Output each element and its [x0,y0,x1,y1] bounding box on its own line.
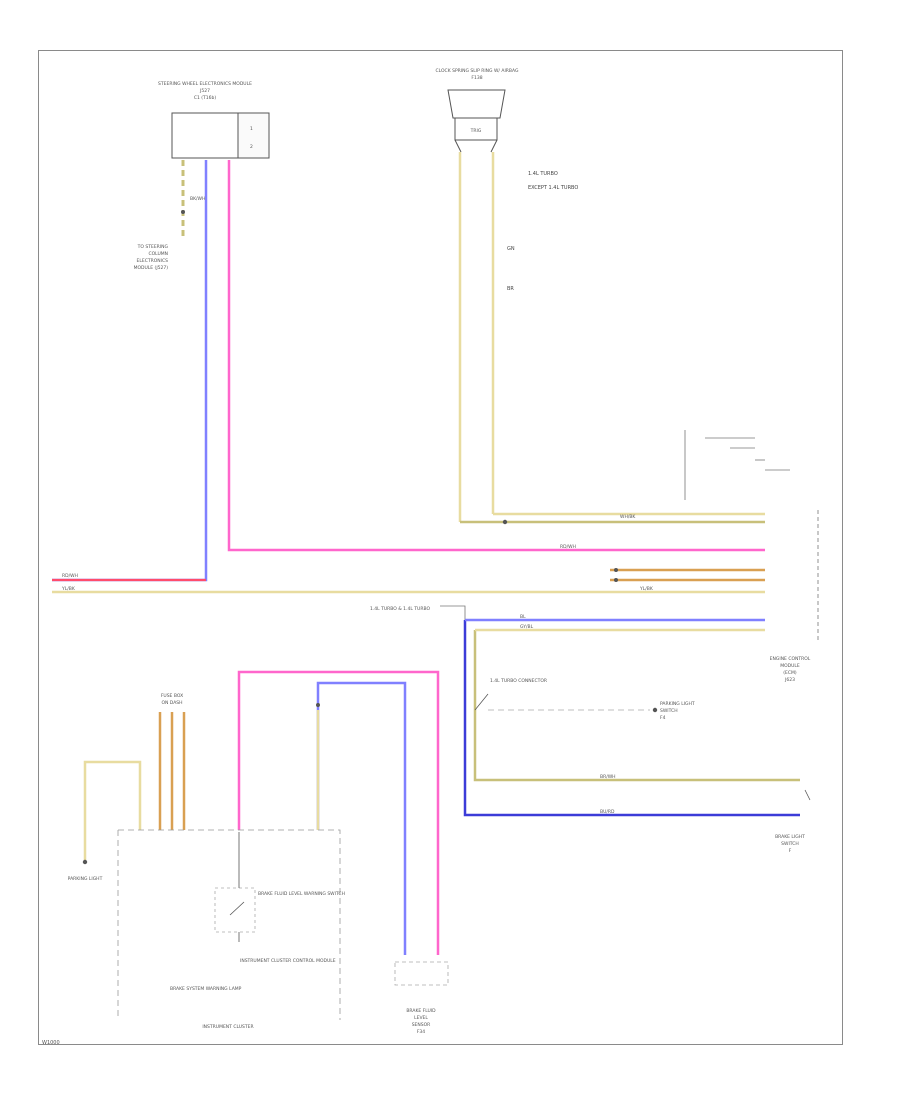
wire-label-w10: BU/RD [600,809,615,815]
cluster-title: INSTRUMENT CLUSTER [202,1024,253,1030]
pink-loop-wire [237,670,440,955]
brake-light-title: BRAKE LIGHT [775,834,805,840]
cluster-bulb-label: BRAKE SYSTEM WARNING LAMP [170,986,242,992]
wire-label-w1: WH/BK [620,514,636,520]
module-pin-2: 2 [250,144,253,150]
ecm-connector: ENGINE CONTROL MODULE (ECM) J623 [684,430,819,683]
wire-label-w9: GN [507,246,515,252]
ground-reference: TO STEERING COLUMN ELECTRONICS MODULE (J… [134,244,169,271]
brake-fluid-sensor: BRAKE FLUID LEVEL SENSOR F34 [394,961,449,1035]
splice-label: 1.4L TURBO CONNECTOR [490,678,547,684]
clock-spring-note1: 1.4L TURBO [528,171,558,177]
ground-ref-line2: COLUMN [148,251,168,257]
ground-ref-line3: ELECTRONICS [137,258,169,264]
ecm-title: ENGINE CONTROL [770,656,811,662]
brake-light-line3: F [789,848,792,854]
wire-label-w5: BR [507,286,514,292]
diagram-frame [38,50,843,1045]
wire-label-w4: RD/WH [560,544,576,550]
wire-label-w8: BR/WH [600,774,616,780]
mid-connector-label: 1.4L TURBO & 1.4L TURBO [370,606,430,612]
violet-loop-wire [316,681,407,955]
left-power-label2: YL/BK [61,586,76,592]
brake-light-line2: SWITCH [781,841,799,847]
steering-module-title: STEERING WHEEL ELECTRONICS MODULE [158,81,252,87]
instrument-cluster: BRAKE FLUID LEVEL WARNING SWITCH INSTRUM… [117,829,345,1030]
ecm-line4: J623 [784,677,795,683]
ecm-line3: (ECM) [783,670,797,676]
lower-sensor-line3: F4 [660,715,666,721]
fuse-box: FUSE BOX ON DASH [158,693,186,830]
brake-fluid-line4: F34 [417,1029,425,1035]
ecm-line2: MODULE [780,663,800,669]
lower-sensor-line2: SWITCH [660,708,678,714]
clock-spring-title: CLOCK SPRING SLIP RING W/ AIRBAG [436,68,519,74]
steering-module-sub: J527 [199,88,210,94]
ground-ref-line4: MODULE (J527) [134,265,169,271]
clock-spring-note2: EXCEPT 1.4L TURBO [528,185,578,191]
wire-label-w3: YL/BK [639,586,654,592]
fuse-box-title: FUSE BOX [161,693,183,699]
parking-switch-label: PARKING LIGHT [68,876,103,882]
wire-label-w2: BK/WH [190,196,205,202]
brake-fluid-title: BRAKE FLUID [406,1008,436,1014]
fuse-box-line2: ON DASH [161,700,182,706]
figure-id: W1000 [42,1040,60,1046]
steering-module-connector: C1 (T16b) [194,95,217,101]
left-loop-wire [83,760,142,860]
left-power-label1: RD/WH [62,573,78,579]
clock-spring-inner: TRIG [470,128,482,134]
lower-sensor-title: PARKING LIGHT [660,701,695,707]
cluster-control-label: INSTRUMENT CLUSTER CONTROL MODULE [240,958,336,964]
module-pin-1: 1 [250,126,253,132]
brake-fluid-line3: SENSOR [412,1022,431,1028]
olive-wire [473,630,800,782]
cluster-switch-label: BRAKE FLUID LEVEL WARNING SWITCH [258,891,345,897]
wire-label-w7: GY/BL [520,624,534,630]
pink-wire [227,160,765,552]
wire-label-w6: BL [520,614,526,620]
blue-wire [463,620,800,817]
brake-fluid-line2: LEVEL [414,1015,428,1021]
clock-spring-sub: F138 [471,75,482,81]
clock-spring: CLOCK SPRING SLIP RING W/ AIRBAG F138 TR… [436,68,579,191]
steering-module: STEERING WHEEL ELECTRONICS MODULE J527 C… [158,81,270,159]
ground-ref-title: TO STEERING [137,244,169,250]
